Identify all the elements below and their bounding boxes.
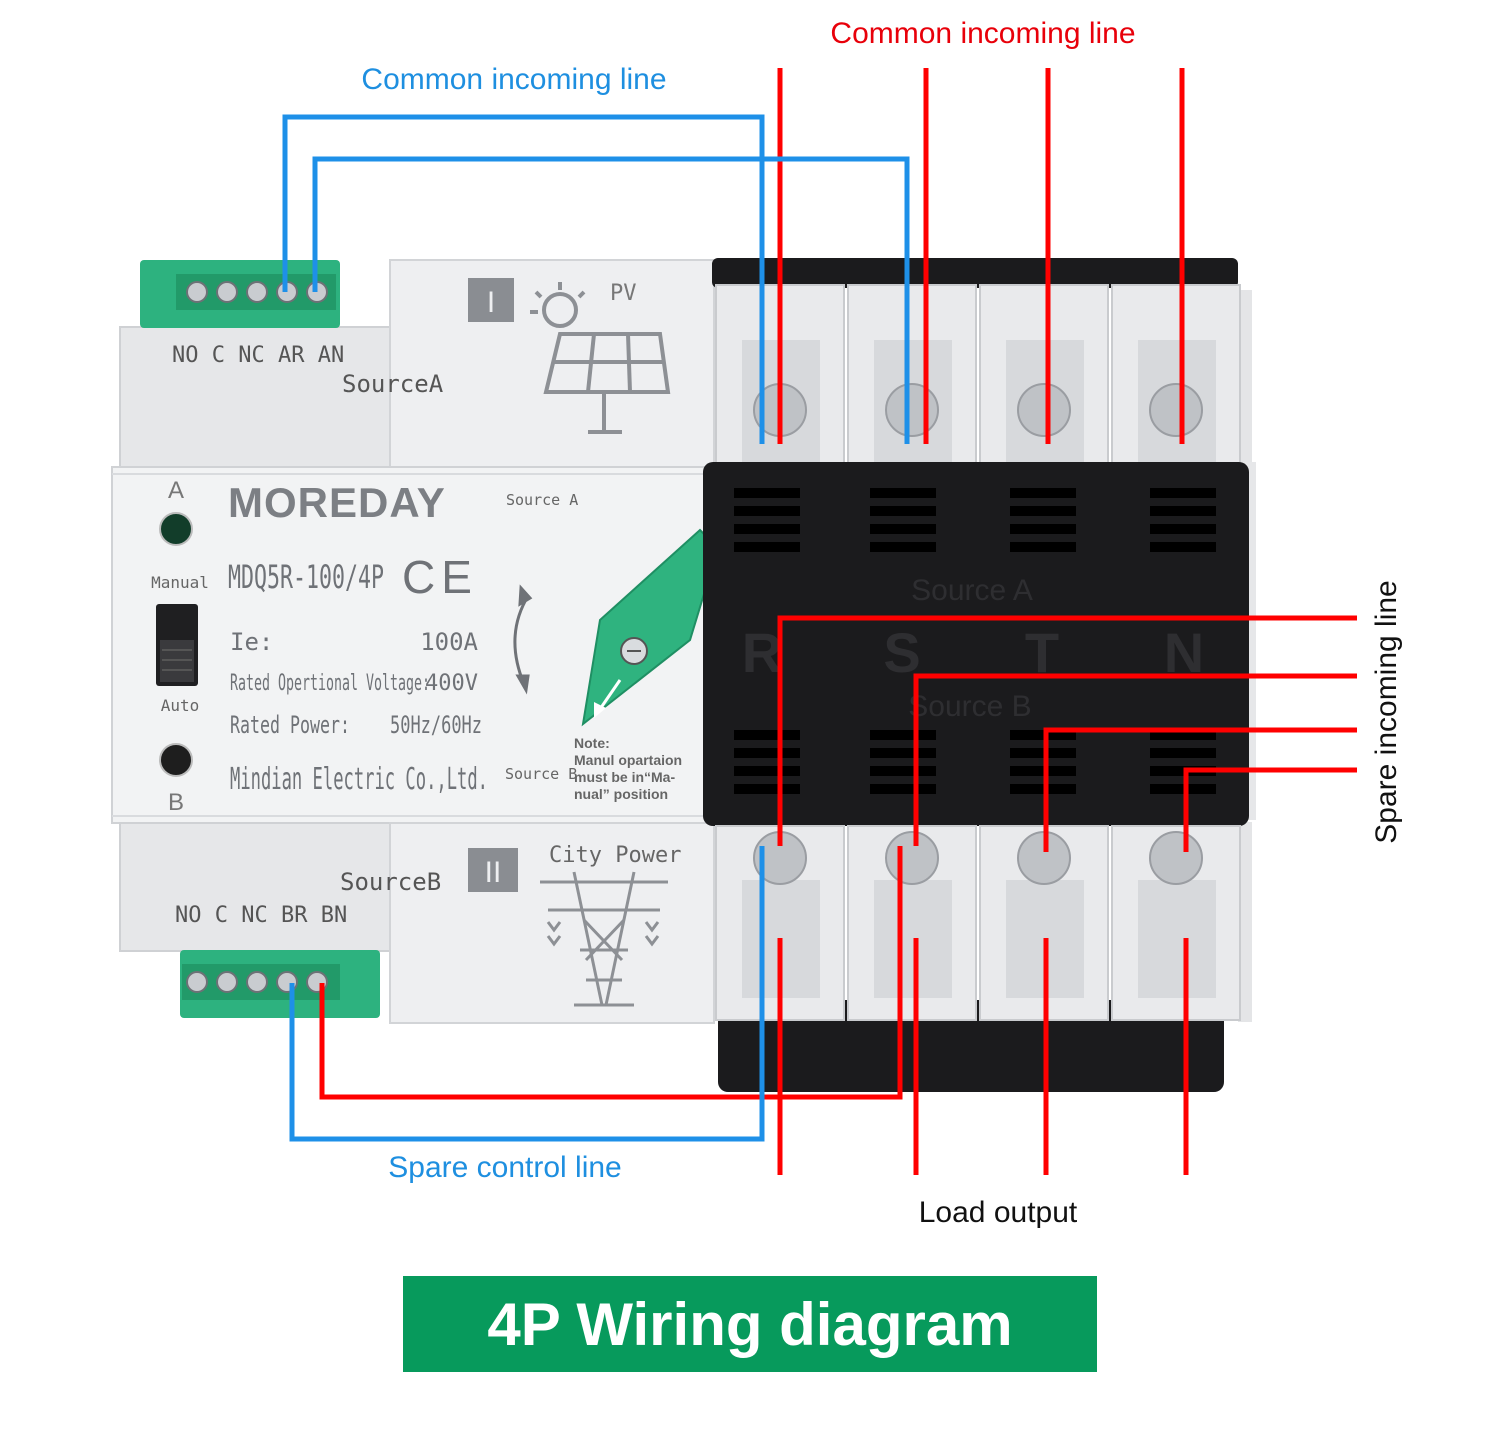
spare-incoming-wire-r <box>777 615 1357 846</box>
power-pylon-icon <box>540 871 668 1007</box>
source-a-terminal-labels: NO C NC AR AN <box>172 343 344 368</box>
note-line: must be in“Ma- <box>574 769 675 785</box>
source-a-small-label: Source A <box>506 491 578 509</box>
ie-label: Ie: <box>230 628 273 656</box>
spare-control-wire-blue <box>289 846 765 1142</box>
indicator-a-label: A <box>168 477 184 504</box>
brand-logo: MOREDAY <box>228 479 446 526</box>
dark-source-b-label: Source B <box>908 690 1031 723</box>
source-b-terminal-labels: NO C NC BR BN <box>175 903 347 928</box>
note-line: nual” position <box>574 786 668 802</box>
load-output-label: Load output <box>919 1196 1078 1229</box>
spare-incoming-wire-n <box>1183 767 1357 852</box>
voltage-value: 400V <box>425 671 478 696</box>
common-control-wire-inner <box>312 156 910 444</box>
dark-source-a-label: Source A <box>911 574 1033 607</box>
spare-incoming-label: Spare incoming line <box>1370 580 1403 843</box>
source-a-roman: I <box>487 286 495 319</box>
diagram-title: 4P Wiring diagram <box>403 1276 1097 1372</box>
ce-mark: CE <box>402 551 478 603</box>
vent-slots <box>734 488 1216 794</box>
power-value: 50Hz/60Hz <box>390 711 482 739</box>
indicator-b-label: B <box>168 789 184 816</box>
pv-label: PV <box>610 281 637 306</box>
source-b-roman: II <box>485 856 502 889</box>
source-b-roman-box <box>468 848 518 892</box>
spare-incoming-wire-s <box>913 673 1357 846</box>
indicator-b-led <box>159 743 193 777</box>
transfer-handle[interactable] <box>581 528 720 727</box>
common-incoming-label-blue: Common incoming line <box>361 63 666 96</box>
common-incoming-label-red: Common incoming line <box>830 17 1135 50</box>
model-number: MDQ5R-100/4P <box>228 558 384 596</box>
bottom-terminal-covers <box>715 825 1241 1021</box>
source-b-small-label: Source B <box>505 765 577 783</box>
red-wires <box>319 68 1357 1175</box>
power-label: Rated Power: <box>230 711 350 739</box>
manual-auto-switch[interactable] <box>156 604 198 686</box>
manual-label: Manual <box>151 573 209 592</box>
source-a-control-terminal-block <box>140 260 340 328</box>
spare-incoming-wire-t <box>1043 727 1357 852</box>
source-b-control-terminal-block <box>180 950 380 1018</box>
spare-control-label: Spare control line <box>388 1151 621 1184</box>
note-line: Manul opartaion <box>574 752 682 768</box>
top-terminal-covers <box>715 284 1241 466</box>
spare-control-wire-red <box>319 846 903 1100</box>
ie-value: 100A <box>420 628 478 656</box>
source-a-roman-box <box>468 278 514 322</box>
indicator-a-led <box>159 512 193 546</box>
blue-wires <box>282 114 910 1142</box>
common-control-wire-outer <box>282 114 765 444</box>
rotation-arrow-icon <box>513 584 533 695</box>
solar-panel-icon <box>530 282 671 434</box>
manufacturer: Mindian Electric Co.,Ltd. <box>230 762 488 797</box>
auto-label: Auto <box>161 696 200 715</box>
source-b-name: SourceB <box>340 868 441 896</box>
manual-operation-note: Note: Manul opartaion must be in“Ma- nua… <box>574 735 682 802</box>
voltage-label: Rated Opertional Voltage: <box>230 671 430 696</box>
terminal-screws-top <box>186 281 328 303</box>
phase-label: R <box>742 621 782 684</box>
note-line: Note: <box>574 735 610 751</box>
terminal-screws-bottom <box>186 971 328 993</box>
city-power-label: City Power <box>549 843 681 868</box>
source-a-name: SourceA <box>342 370 444 398</box>
